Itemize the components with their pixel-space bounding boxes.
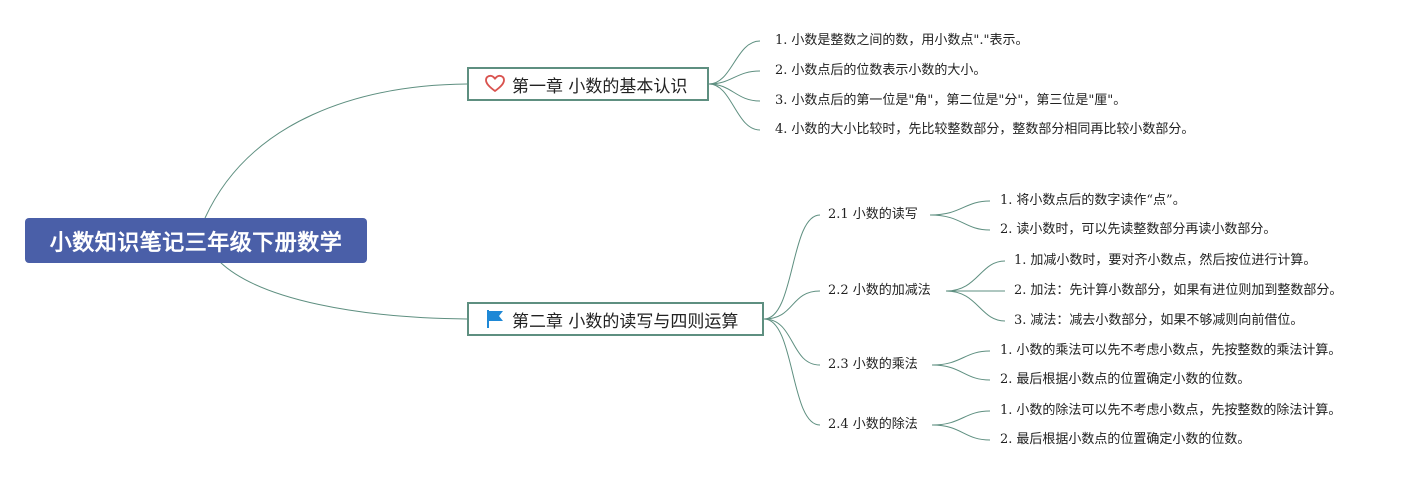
section-2-2-note-3[interactable]: 3.减法：减去小数部分，如果不够减则向前借位。	[1014, 313, 1303, 329]
connector-chapter-2-section-3	[763, 318, 821, 366]
connector-root-chapter-2	[219, 261, 468, 320]
section-2-1-note-1[interactable]: 1.将小数点后的数字读作“点”。	[1000, 193, 1186, 209]
note-text: 小数的大小比较时，先比较整数部分，整数部分相同再比较小数部分。	[791, 122, 1195, 137]
connector-section-1-note-2	[929, 214, 991, 231]
note-text: 小数的除法可以先不考虑小数点，先按整数的除法计算。	[1016, 403, 1342, 418]
note-text: 减法：减去小数部分，如果不够减则向前借位。	[1030, 313, 1304, 328]
connector-chapter-1-note-1	[708, 40, 761, 85]
connector-chapter-2-section-1	[763, 214, 821, 320]
note-number: 2.	[1000, 432, 1013, 447]
chapter-1-node[interactable]: 第一章 小数的基本认识	[467, 67, 709, 101]
note-number: 1.	[1014, 253, 1027, 268]
connector-root-chapter-1	[204, 83, 468, 219]
section-2-1-note-2[interactable]: 2.读小数时，可以先读整数部分再读小数部分。	[1000, 222, 1276, 238]
chapter-2-node[interactable]: 第二章 小数的读写与四则运算	[467, 302, 764, 336]
connector-chapter-1-note-4	[708, 83, 761, 131]
note-text: 小数是整数之间的数，用小数点"."表示。	[791, 33, 1029, 48]
chapter-1-note-3[interactable]: 3.小数点后的第一位是"角"，第二位是"分"，第三位是"厘"。	[775, 93, 1126, 109]
connector-section-4-note-1	[931, 410, 991, 426]
note-number: 2.	[775, 63, 788, 78]
section-2-2-note-2[interactable]: 2.加法：先计算小数部分，如果有进位则加到整数部分。	[1014, 283, 1342, 299]
note-number: 3.	[775, 93, 788, 108]
section-2-1[interactable]: 2.1 小数的读写	[828, 207, 918, 222]
section-2-3-note-2[interactable]: 2.最后根据小数点的位置确定小数的位数。	[1000, 372, 1250, 388]
note-text: 加减小数时，要对齐小数点，然后按位进行计算。	[1030, 253, 1317, 268]
note-number: 4.	[775, 122, 788, 137]
section-2-3-note-1[interactable]: 1.小数的乘法可以先不考虑小数点，先按整数的乘法计算。	[1000, 343, 1341, 359]
flag-icon	[485, 309, 505, 329]
section-2-2[interactable]: 2.2 小数的加减法	[828, 283, 931, 298]
root-title: 小数知识笔记三年级下册数学	[49, 230, 343, 256]
chapter-1-note-1[interactable]: 1.小数是整数之间的数，用小数点"."表示。	[775, 33, 1029, 49]
section-2-3[interactable]: 2.3 小数的乘法	[828, 357, 918, 372]
connector-section-3-note-1	[931, 350, 991, 366]
note-text: 读小数时，可以先读整数部分再读小数部分。	[1016, 222, 1277, 237]
root-node[interactable]: 小数知识笔记三年级下册数学	[25, 218, 367, 263]
connector-chapter-1-note-3	[708, 83, 761, 102]
connector-section-2-note-1	[945, 260, 1006, 292]
connector-chapter-2-section-4	[763, 318, 821, 426]
section-2-4[interactable]: 2.4 小数的除法	[828, 417, 918, 432]
section-2-4-note-2[interactable]: 2.最后根据小数点的位置确定小数的位数。	[1000, 432, 1250, 448]
note-text: 最后根据小数点的位置确定小数的位数。	[1016, 372, 1251, 387]
chapter-1-title: 第一章 小数的基本认识	[512, 76, 688, 97]
note-text: 小数的乘法可以先不考虑小数点，先按整数的乘法计算。	[1016, 343, 1342, 358]
connector-chapter-1-note-2	[708, 70, 761, 85]
note-text: 小数点后的第一位是"角"，第二位是"分"，第三位是"厘"。	[791, 93, 1127, 108]
note-number: 1.	[1000, 193, 1013, 208]
note-number: 2.	[1000, 372, 1013, 387]
chapter-1-note-4[interactable]: 4.小数的大小比较时，先比较整数部分，整数部分相同再比较小数部分。	[775, 122, 1194, 138]
note-number: 1.	[1000, 343, 1013, 358]
chapter-1-note-2[interactable]: 2.小数点后的位数表示小数的大小。	[775, 63, 986, 79]
note-text: 最后根据小数点的位置确定小数的位数。	[1016, 432, 1251, 447]
note-number: 1.	[775, 33, 788, 48]
note-number: 2.	[1000, 222, 1013, 237]
connector-section-3-note-2	[931, 364, 991, 381]
note-number: 2.	[1014, 283, 1027, 298]
connector-section-1-note-1	[929, 200, 991, 216]
section-2-2-note-1[interactable]: 1.加减小数时，要对齐小数点，然后按位进行计算。	[1014, 253, 1316, 269]
connector-chapter-2-section-2	[763, 290, 821, 320]
note-text: 加法：先计算小数部分，如果有进位则加到整数部分。	[1030, 283, 1343, 298]
connector-section-2-note-3	[945, 290, 1006, 322]
heart-icon	[485, 74, 505, 94]
note-text: 将小数点后的数字读作“点”。	[1016, 193, 1186, 208]
note-text: 小数点后的位数表示小数的大小。	[791, 63, 987, 78]
connector-section-4-note-2	[931, 424, 991, 441]
note-number: 3.	[1014, 313, 1027, 328]
note-number: 1.	[1000, 403, 1013, 418]
chapter-2-title: 第二章 小数的读写与四则运算	[512, 311, 739, 332]
section-2-4-note-1[interactable]: 1.小数的除法可以先不考虑小数点，先按整数的除法计算。	[1000, 403, 1341, 419]
